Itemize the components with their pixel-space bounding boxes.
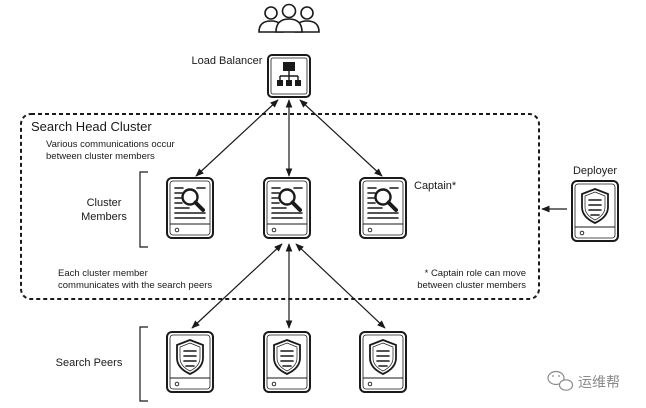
note-top-line-2: between cluster members: [46, 151, 155, 162]
note-bottom-left-line-2: communicates with the search peers: [58, 280, 212, 291]
load-balancer-label: Load Balancer: [192, 55, 263, 67]
wechat-icon: [547, 370, 574, 391]
search-peers-label: Search Peers: [56, 357, 123, 369]
search-peer-server-1: [166, 331, 214, 393]
search-head-cluster-boundary: [20, 113, 540, 300]
note-bottom-right-line-2: between cluster members: [417, 280, 526, 291]
cluster-member-server-2: [262, 176, 312, 240]
users-group-icon: [258, 3, 320, 33]
cluster-member-server-1: [165, 176, 215, 240]
cluster-members-label-line-2: Members: [81, 211, 127, 223]
note-bottom-right-line-1: * Captain role can move: [425, 268, 526, 279]
captain-label: Captain*: [414, 180, 457, 192]
search-peer-server-2: [263, 331, 311, 393]
note-bottom-left-line-1: Each cluster member: [58, 268, 148, 279]
cluster-members-label-line-1: Cluster: [87, 197, 122, 209]
arrow-lb-to-captain: [299, 99, 383, 177]
deployer-server: [571, 180, 619, 242]
captain-server: [358, 176, 408, 240]
arrow-lb-to-member-1: [195, 99, 279, 177]
search-peer-server-3: [359, 331, 407, 393]
deployer-label: Deployer: [573, 165, 617, 177]
arrow-to-peer-3: [295, 243, 386, 329]
search-peers-bracket: [139, 326, 148, 402]
watermark-text: 运维帮: [578, 375, 620, 391]
cluster-members-bracket: [139, 171, 148, 248]
note-top-line-1: Various communications occur: [46, 139, 175, 150]
search-head-cluster-title: Search Head Cluster: [31, 119, 152, 134]
load-balancer-icon: [267, 54, 311, 98]
arrow-to-peer-1: [191, 243, 283, 329]
